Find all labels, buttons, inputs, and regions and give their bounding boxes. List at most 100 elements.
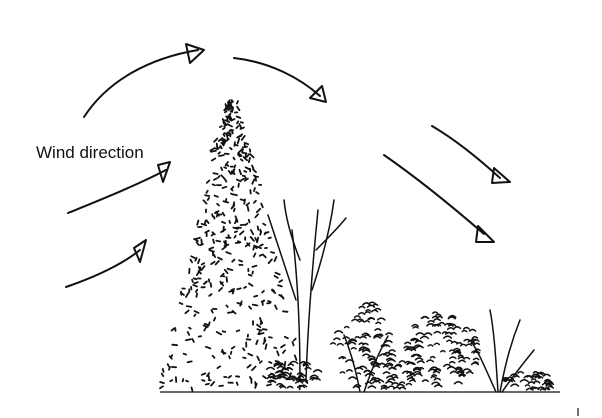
- conifer-stipple: [231, 309, 237, 315]
- shrub-stroke: [440, 349, 446, 353]
- conifer-stipple: [236, 105, 241, 112]
- shrub-stroke: [385, 332, 393, 336]
- conifer-stipple: [213, 137, 219, 143]
- conifer-stipple: [240, 134, 246, 141]
- shrub-stroke: [382, 365, 389, 368]
- conifer-stipple: [258, 360, 263, 364]
- conifer-stipple: [218, 125, 223, 128]
- conifer-stipple: [236, 137, 241, 145]
- conifer-stipple: [267, 258, 273, 265]
- conifer-stipple: [193, 313, 197, 317]
- conifer-stipple: [196, 219, 200, 226]
- shrub-stroke: [446, 366, 456, 370]
- shrub-stroke: [513, 375, 520, 378]
- conifer-stipple: [228, 106, 233, 110]
- shrub-stroke: [410, 348, 417, 352]
- shrub-row: [265, 301, 555, 391]
- shrub-stroke: [453, 347, 461, 351]
- shrub-stroke: [413, 370, 422, 374]
- conifer-stipple: [170, 327, 175, 332]
- shrub-stroke: [412, 326, 419, 329]
- conifer-stipple: [210, 260, 216, 266]
- shrub-stroke: [375, 321, 382, 325]
- conifer-stipple: [223, 240, 227, 246]
- conifer-stipple: [205, 179, 211, 184]
- conifer-stipple: [230, 203, 236, 210]
- conifer-stipple: [221, 126, 226, 131]
- shrub-stroke: [297, 379, 307, 383]
- conifer-stipple: [206, 196, 211, 201]
- shrub-stroke: [447, 316, 456, 320]
- conifer-stipple: [238, 148, 243, 154]
- shrub-stroke: [267, 373, 276, 377]
- shrub-stroke: [266, 376, 275, 380]
- conifer-stipple: [242, 356, 247, 360]
- conifer-stipple: [225, 163, 230, 167]
- conifer-stipple: [253, 199, 257, 204]
- conifer-stipple: [221, 220, 227, 225]
- shrub-stroke: [415, 332, 425, 336]
- conifer-stipple: [209, 147, 216, 152]
- shrub-stroke: [426, 359, 435, 363]
- shrub-stroke: [372, 380, 381, 384]
- shrub-stroke: [463, 338, 471, 342]
- shrub-stroke: [399, 381, 406, 384]
- conifer-stipple: [256, 328, 263, 332]
- shrub-stroke: [455, 368, 463, 371]
- shrub-stroke: [372, 303, 379, 306]
- conifer-stipple: [238, 168, 243, 176]
- conifer-stipple: [225, 138, 230, 142]
- conifer-stipple: [283, 335, 289, 340]
- conifer-stipple: [232, 193, 238, 197]
- shrub-stroke: [388, 349, 396, 353]
- conifer-stipple: [261, 289, 265, 294]
- conifer-stipple: [185, 291, 190, 298]
- shrub-stroke: [294, 377, 302, 381]
- shrub-stroke: [296, 384, 306, 389]
- conifer-stipple: [238, 230, 245, 236]
- shrub-stroke: [406, 361, 415, 365]
- shrub-stroke: [448, 314, 457, 319]
- conifer-stipple: [205, 189, 209, 194]
- shrub-stroke: [453, 381, 463, 385]
- conifer-stipple: [207, 321, 211, 327]
- shrub-stroke: [431, 374, 438, 377]
- conifer-stipple: [293, 354, 298, 361]
- conifer-stipple: [217, 256, 223, 261]
- conifer-stipple: [231, 290, 235, 295]
- conifer-stipple: [239, 121, 244, 124]
- conifer-stipple: [184, 309, 190, 315]
- conifer-stipple: [194, 288, 199, 293]
- conifer-stipple: [168, 355, 173, 360]
- conifer-stipple: [182, 352, 188, 356]
- conifer-stipple: [292, 337, 297, 342]
- wind-arrow-1: [83, 43, 205, 118]
- conifer-stipple: [251, 270, 254, 275]
- shrub-stroke: [267, 379, 276, 383]
- conifer-stipple: [237, 133, 244, 138]
- shrub-stroke: [449, 356, 457, 360]
- conifer-stipple: [202, 199, 208, 205]
- conifer-stipple: [256, 225, 260, 231]
- conifer-stipple: [241, 145, 249, 149]
- conifer-stipple: [217, 151, 221, 155]
- shrub-stroke: [410, 337, 419, 342]
- conifer-stipple: [238, 123, 243, 129]
- conifer-stipple: [220, 228, 227, 234]
- conifer-stipple: [233, 164, 237, 169]
- conifer-stipple: [229, 146, 233, 151]
- shrub-stroke: [458, 374, 465, 378]
- shrub-stroke: [365, 309, 372, 312]
- conifer-stipple: [197, 258, 201, 265]
- shrub-stroke: [373, 335, 382, 339]
- shrub-stroke: [427, 344, 434, 347]
- conifer-stipple: [220, 139, 226, 143]
- shrub-stroke: [459, 343, 467, 347]
- wind-arrow-3: [67, 161, 171, 214]
- shrub-stroke: [367, 355, 376, 359]
- shrub-stroke: [441, 331, 449, 335]
- shrub-stroke: [531, 373, 541, 377]
- shrub-stroke: [273, 363, 283, 368]
- conifer-stipple: [235, 115, 242, 119]
- shrub-stroke: [287, 363, 295, 367]
